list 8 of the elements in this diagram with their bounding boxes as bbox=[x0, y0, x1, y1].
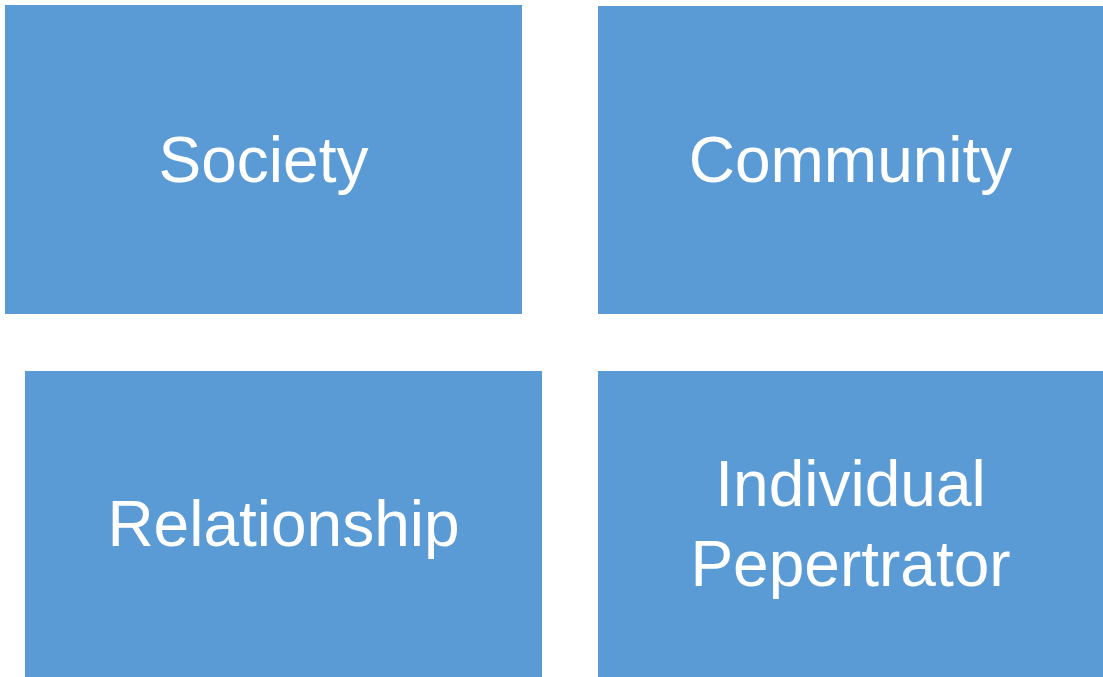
box-label: Society bbox=[158, 122, 369, 198]
category-box bbox=[598, 6, 1103, 314]
box-label: Individual Pepertrator bbox=[689, 447, 1012, 602]
category-box bbox=[5, 5, 522, 314]
box-label: Relationship bbox=[107, 487, 460, 562]
box-label: Community bbox=[688, 123, 1013, 198]
category-box bbox=[25, 371, 542, 677]
category-box bbox=[598, 371, 1103, 677]
